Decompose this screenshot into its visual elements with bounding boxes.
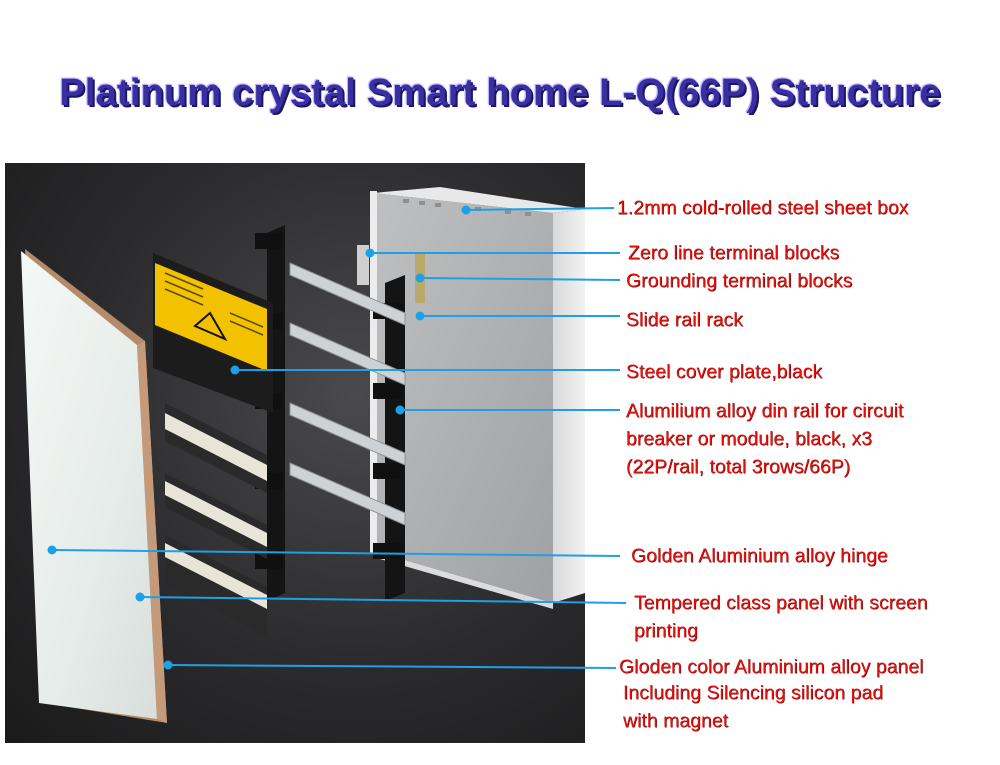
steel-sheet-box [357,187,585,609]
label-din-rail-line-2: breaker or module, black, x3 [626,428,873,450]
label-din-rail-line-3: (22P/rail, total 3rows/66P) [626,456,851,478]
label-aluminium-panel-line-1: Gloden color Aluminium alloy panel [619,656,924,678]
leader-line-hinge [51,549,621,557]
front-strip-plates [165,403,267,637]
label-hinge: Golden Aluminium alloy hinge [631,545,888,567]
label-aluminium-panel-line-3: with magnet [623,710,729,732]
exploded-view-drawing [21,187,585,723]
label-cover-plate: Steel cover plate,black [626,361,823,383]
label-steel-box: 1.2mm cold-rolled steel sheet box [617,197,909,219]
leader-line-glass-panel [139,596,627,604]
label-din-rail-line-1: Alumilium alloy din rail for circuit [626,400,904,422]
label-aluminium-panel-line-2: Including Silencing silicon pad [623,682,884,704]
product-exploded-view-image [5,163,585,743]
steel-cover-plate [153,253,273,413]
leader-line-aluminium-panel [167,664,617,669]
label-glass-panel-line-1: Tempered class panel with screen [634,592,928,614]
leader-line-grounding [419,277,621,281]
page-title: Platinum crystal Smart home L-Q(66P) Str… [59,72,941,114]
label-glass-panel-line-2: printing [634,620,698,642]
label-zero-line-terminal: Zero line terminal blocks [628,242,840,264]
leader-line-steel-box [465,207,615,211]
tempered-glass-panel [21,249,167,723]
label-grounding-terminal: Grounding terminal blocks [626,270,853,292]
label-slide-rail-rack: Slide rail rack [626,309,744,331]
